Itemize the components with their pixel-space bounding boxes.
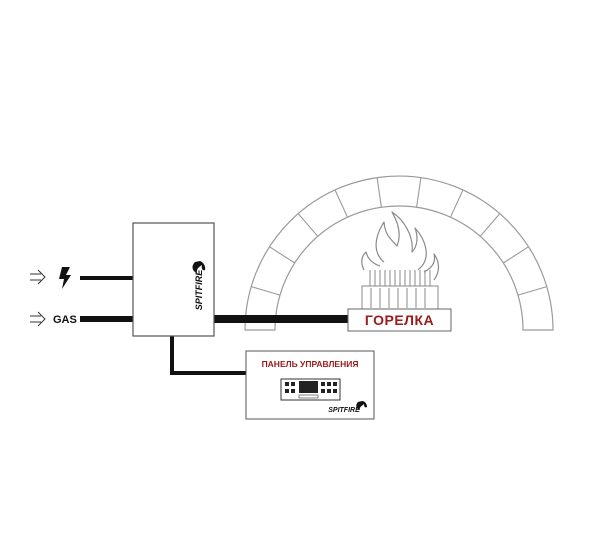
arch-brick-joint xyxy=(479,213,501,237)
arch-brick-joint xyxy=(416,177,422,208)
arch-brick-joint xyxy=(517,286,547,296)
gas-label: GAS xyxy=(53,314,77,326)
control-panel: ПАНЕЛЬ УПРАВЛЕНИЯ SPITFIRE xyxy=(245,350,375,420)
control-panel-label: ПАНЕЛЬ УПРАВЛЕНИЯ xyxy=(262,359,359,369)
burner-assembly xyxy=(361,285,439,311)
arch-brick-joint xyxy=(503,246,529,264)
panel-brand-logo: SPITFIRE xyxy=(328,407,360,414)
panel-keypad xyxy=(280,378,341,401)
burner-label-box: ГОРЕЛКА xyxy=(347,308,452,332)
double-arrow-icon xyxy=(30,311,46,327)
arch-brick-joint xyxy=(297,213,319,237)
arch-brick-joint xyxy=(449,189,464,218)
unit-brand-logo: SPITFIRE xyxy=(194,269,204,311)
arch-brick-joint xyxy=(376,177,382,208)
burner-label: ГОРЕЛКА xyxy=(365,312,434,328)
arch-brick-joint xyxy=(269,246,295,264)
gas-control-unit: SPITFIRE xyxy=(132,222,215,337)
svg-text:SPITFIRE: SPITFIRE xyxy=(194,269,204,311)
power-input xyxy=(30,267,71,289)
connection-lines xyxy=(80,276,348,375)
flame-logo-icon xyxy=(192,261,206,273)
lightning-bolt-icon xyxy=(59,267,71,289)
flame-icon xyxy=(361,211,440,286)
arch-brick-joint xyxy=(334,189,349,218)
gas-input: GAS xyxy=(30,311,77,327)
oven-arch xyxy=(244,175,554,331)
panel-display xyxy=(299,381,318,393)
double-arrow-icon xyxy=(30,269,46,285)
flame-logo-icon xyxy=(356,401,367,410)
arch-brick-joint xyxy=(251,286,281,296)
panel-cable xyxy=(170,336,246,375)
